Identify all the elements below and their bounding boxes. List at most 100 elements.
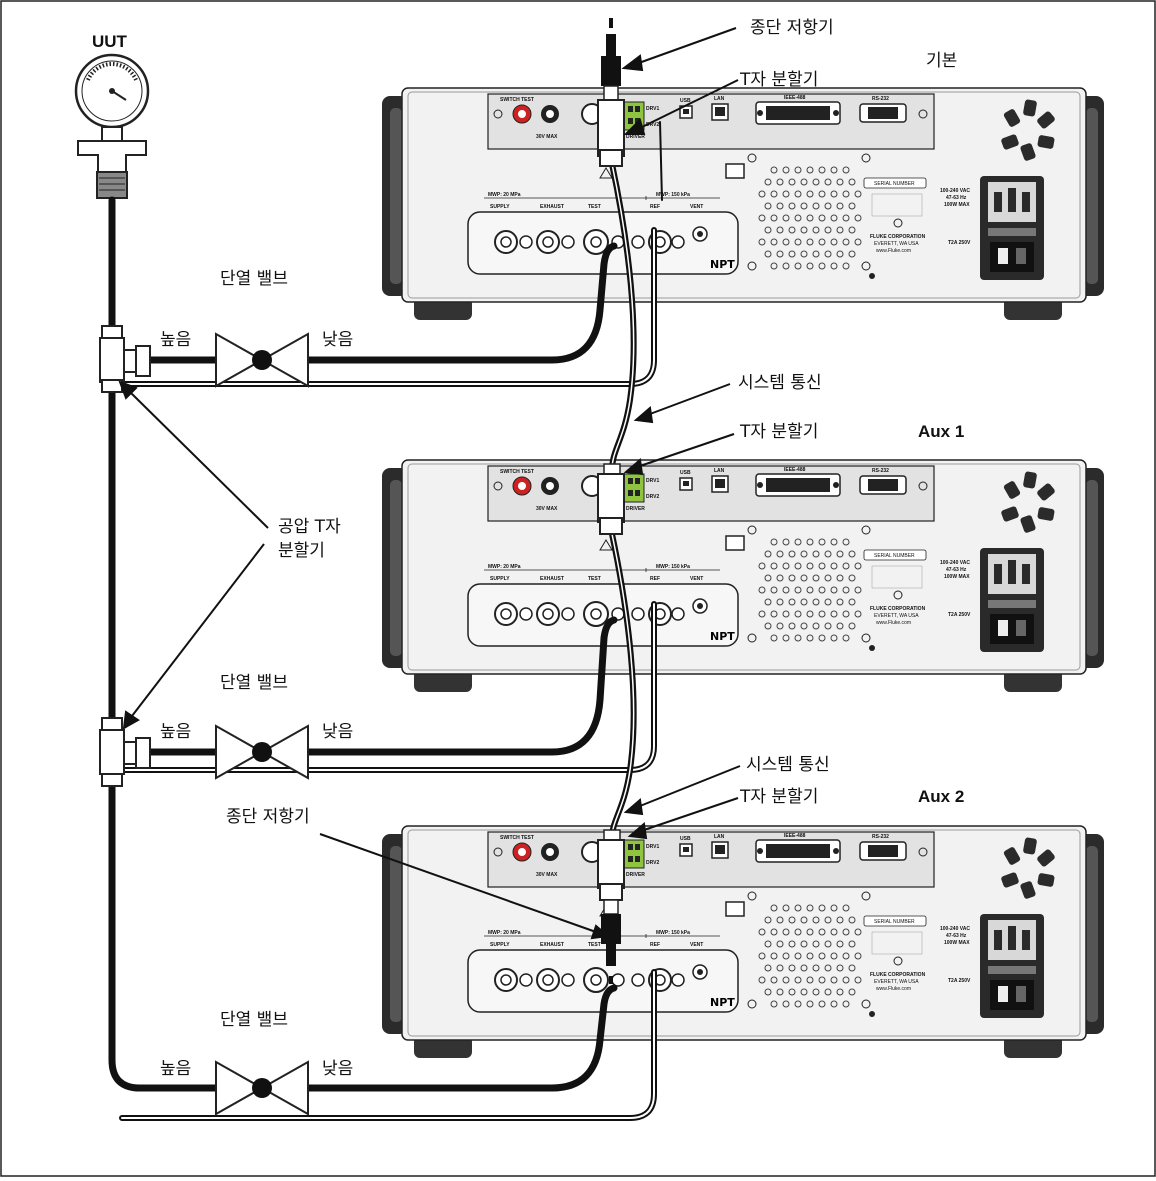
supply-label: SUPPLY [490, 204, 510, 210]
terminator-bottom-label: 종단 저항기 [226, 807, 310, 827]
mwp-high-label: MWP: 20 MPa [488, 564, 521, 570]
fluke-label-3: www.Fluke.com [876, 248, 911, 254]
ieee-label: IEEE-488 [784, 467, 806, 473]
fuse-label: T2A 250V [948, 240, 971, 246]
high-2-label: 높음 [160, 722, 191, 742]
exhaust-label: EXHAUST [540, 942, 564, 948]
fluke-label-3: www.Fluke.com [876, 986, 911, 992]
ieee-label: IEEE-488 [784, 833, 806, 839]
supply-label: SUPPLY [490, 942, 510, 948]
lan-label: LAN [714, 96, 725, 102]
power-label-1: 100-240 VAC [940, 560, 970, 566]
tee-top-label: T자 분할기 [739, 70, 818, 90]
tee-aux1-label: T자 분할기 [739, 422, 818, 442]
drv1-label: DRV1 [646, 844, 659, 850]
power-label-1: 100-240 VAC [940, 926, 970, 932]
system-comm-2-label: 시스템 통신 [746, 755, 830, 775]
rs232-label: RS-232 [872, 834, 889, 840]
drv2-label: DRV2 [646, 860, 659, 866]
isolation-valve-3-label: 단열 밸브 [220, 1010, 288, 1030]
fuse-label: T2A 250V [948, 978, 971, 984]
usb-label: USB [680, 836, 691, 842]
vent-label: VENT [690, 204, 703, 210]
low-1-label: 낮음 [322, 330, 353, 350]
supply-label: SUPPLY [490, 576, 510, 582]
lan-label: LAN [714, 468, 725, 474]
uut-label: UUT [92, 32, 128, 51]
ieee-label: IEEE-488 [784, 95, 806, 101]
aux1-unit: SWITCH TEST 30V MAX USB LAN IEEE-488 RS-… [382, 460, 1104, 692]
mwp-high-label: MWP: 20 MPa [488, 930, 521, 936]
switch-test-label: SWITCH TEST [500, 97, 534, 103]
vent-label: VENT [690, 942, 703, 948]
fuse-label: T2A 250V [948, 612, 971, 618]
max-label: 30V MAX [536, 134, 558, 140]
uut-gauge [76, 55, 148, 198]
max-label: 30V MAX [536, 506, 558, 512]
comm-tee-aux1 [598, 464, 624, 534]
ref-label: REF [650, 204, 660, 210]
npt-label: NPT [710, 996, 735, 1009]
aux2-label: Aux 2 [918, 787, 964, 806]
drv1-label: DRV1 [646, 106, 659, 112]
lan-label: LAN [714, 834, 725, 840]
usb-label: USB [680, 470, 691, 476]
vent-label: VENT [690, 576, 703, 582]
fluke-label-2: EVERETT, WA USA [874, 241, 919, 247]
driver-label: DRIVER [626, 872, 645, 878]
isolation-valve-1 [216, 334, 308, 386]
pneumatic-tee-label-1: 공압 T자 [278, 517, 341, 537]
system-comm-1-label: 시스템 통신 [738, 373, 822, 393]
ref-label: REF [650, 942, 660, 948]
pneumatic-tee-label-2: 분할기 [278, 541, 325, 561]
test-label: TEST [588, 942, 601, 948]
exhaust-label: EXHAUST [540, 576, 564, 582]
rs232-label: RS-232 [872, 96, 889, 102]
mwp-low-label: MWP: 150 kPa [656, 930, 690, 936]
fluke-label-1: FLUKE CORPORATION [870, 234, 926, 240]
power-label-1: 100-240 VAC [940, 188, 970, 194]
mwp-low-label: MWP: 150 kPa [656, 564, 690, 570]
terminator-top-label: 종단 저항기 [750, 18, 834, 38]
isolation-valve-2-label: 단열 밸브 [220, 673, 288, 693]
drv1-label: DRV1 [646, 478, 659, 484]
driver-label: DRIVER [626, 506, 645, 512]
test-label: TEST [588, 204, 601, 210]
aux1-label: Aux 1 [918, 422, 964, 441]
fluke-label-2: EVERETT, WA USA [874, 613, 919, 619]
power-label-3: 100W MAX [944, 574, 970, 580]
serial-label: SERIAL NUMBER [874, 181, 915, 187]
high-1-label: 높음 [160, 330, 191, 350]
serial-label: SERIAL NUMBER [874, 553, 915, 559]
test-label: TEST [588, 576, 601, 582]
power-label-2: 47-63 Hz [946, 195, 967, 201]
max-label: 30V MAX [536, 872, 558, 878]
fluke-label-2: EVERETT, WA USA [874, 979, 919, 985]
main-unit-label: 기본 [926, 51, 957, 71]
power-label-3: 100W MAX [944, 940, 970, 946]
low-2-label: 낮음 [322, 722, 353, 742]
exhaust-label: EXHAUST [540, 204, 564, 210]
fluke-label-1: FLUKE CORPORATION [870, 606, 926, 612]
comm-tee-top [598, 34, 624, 166]
base-unit: SWITCH TEST 30V MAX USB LAN IEEE-488 RS-… [382, 88, 1104, 320]
power-label-3: 100W MAX [944, 202, 970, 208]
fluke-label-3: www.Fluke.com [876, 620, 911, 626]
fluke-label-1: FLUKE CORPORATION [870, 972, 926, 978]
serial-label: SERIAL NUMBER [874, 919, 915, 925]
npt-label: NPT [710, 258, 735, 271]
power-label-2: 47-63 Hz [946, 567, 967, 573]
isolation-valve-1-label: 단열 밸브 [220, 269, 288, 289]
high-3-label: 높음 [160, 1059, 191, 1079]
mwp-high-label: MWP: 20 MPa [488, 192, 521, 198]
drv2-label: DRV2 [646, 494, 659, 500]
switch-test-label: SWITCH TEST [500, 835, 534, 841]
switch-test-label: SWITCH TEST [500, 469, 534, 475]
low-3-label: 낮음 [322, 1059, 353, 1079]
ref-label: REF [650, 576, 660, 582]
tee-aux2-label: T자 분할기 [739, 787, 818, 807]
power-label-2: 47-63 Hz [946, 933, 967, 939]
rs232-label: RS-232 [872, 468, 889, 474]
